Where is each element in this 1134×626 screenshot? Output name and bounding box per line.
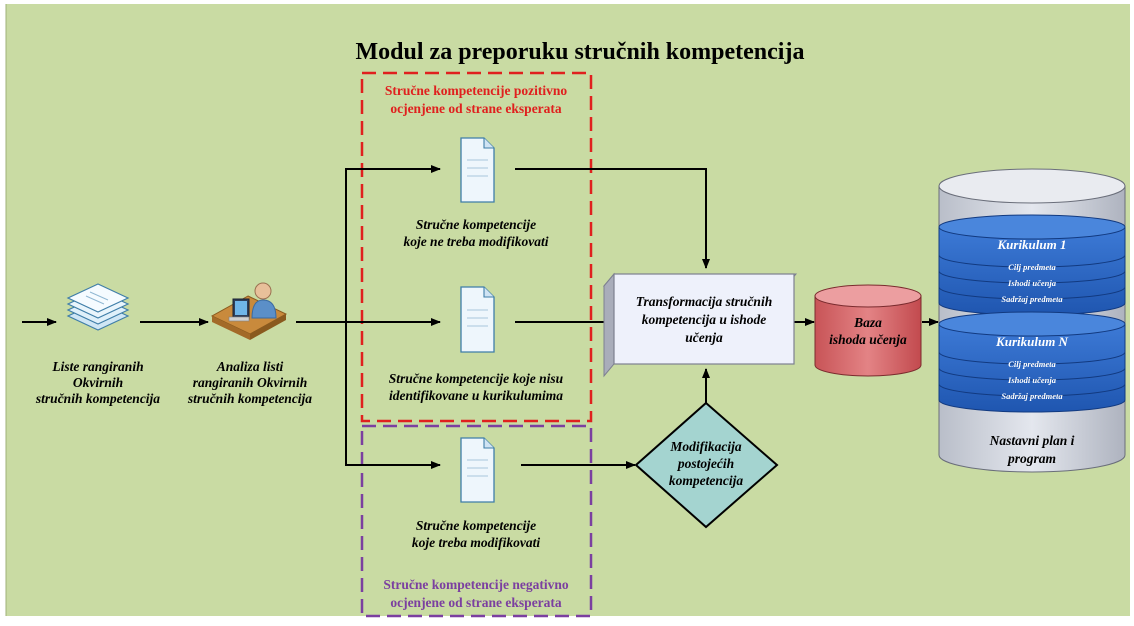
curriculum-row-label: Cilj predmeta bbox=[1008, 262, 1056, 272]
nastavni-plan-label-line1: Nastavni plan i bbox=[989, 433, 1075, 448]
nisu-identifikovane-label: Stručne kompetencije koje nisu identifik… bbox=[389, 371, 564, 403]
curriculum-row-label: Cilj predmeta bbox=[1008, 359, 1056, 369]
liste-label: Liste rangiranih Okvirnih stručnih kompe… bbox=[35, 359, 160, 406]
nisu-identifikovane-label-line1: Stručne kompetencije koje nisu bbox=[389, 371, 564, 386]
negative-group-box bbox=[360, 424, 593, 618]
negative-group-label-line1: Stručne kompetencije negativno bbox=[383, 577, 568, 592]
curriculum-band-body bbox=[938, 323, 1126, 413]
curriculum-row-divider bbox=[938, 254, 1126, 268]
ne-modifikovati-label-line1: Stručne kompetencije bbox=[416, 217, 536, 232]
baza-label-line2: ishoda učenja bbox=[829, 332, 907, 347]
treba-modifikovati-label: Stručne kompetencije koje treba modifiko… bbox=[412, 518, 540, 550]
analiza-label-line2: rangiranih Okvirnih bbox=[193, 375, 307, 390]
curriculum-row-label: Ishodi učenja bbox=[1007, 278, 1057, 288]
transformacija-box: Transformacija stručnih kompetencija u i… bbox=[602, 272, 798, 378]
arrow-ne-modifikovati-to-transformacija bbox=[515, 168, 710, 269]
liste-label-line3: stručnih kompetencija bbox=[35, 391, 160, 406]
curriculum-band-top bbox=[938, 311, 1126, 337]
document-icon-treba-modifikovati bbox=[460, 437, 495, 503]
curriculum-band-top bbox=[938, 214, 1126, 240]
arrow-to-treba-modifikovati bbox=[345, 322, 441, 469]
curriculum-name: Kurikulum N bbox=[995, 334, 1069, 349]
nastavni-plan-label-line2: program bbox=[1007, 451, 1056, 466]
document-icon-ne-modifikovati bbox=[460, 137, 495, 203]
modifikacija-diamond: Modifikacija postojećih kompetencija bbox=[634, 401, 779, 529]
curriculum-row-label: Sadržaj predmeta bbox=[1001, 294, 1063, 304]
curriculum-row-divider bbox=[938, 351, 1126, 365]
diagram-title: Modul za preporuku stručnih kompetencija bbox=[356, 39, 805, 65]
stacked-documents-icon bbox=[66, 283, 130, 331]
connectors bbox=[22, 165, 939, 469]
curriculum-row-divider bbox=[938, 383, 1126, 397]
positive-group-label-line1: Stručne kompetencije pozitivno bbox=[385, 83, 567, 98]
baza-database-icon: Baza ishoda učenja bbox=[814, 284, 922, 377]
treba-modifikovati-label-line1: Stručne kompetencije bbox=[416, 518, 536, 533]
analiza-label: Analiza listi rangiranih Okvirnih stručn… bbox=[187, 359, 312, 406]
curriculum-row-label: Sadržaj predmeta bbox=[1001, 391, 1063, 401]
nisu-identifikovane-label-line2: identifikovane u kurikulumima bbox=[389, 388, 563, 403]
modifikacija-label-line2: postojećih bbox=[677, 456, 734, 471]
curriculum-row-divider bbox=[938, 367, 1126, 381]
ne-modifikovati-label: Stručne kompetencije koje ne treba modif… bbox=[403, 217, 548, 249]
analyst-icon bbox=[210, 282, 288, 340]
curriculum-name: Kurikulum 1 bbox=[996, 237, 1066, 252]
treba-modifikovati-label-line2: koje treba modifikovati bbox=[412, 535, 540, 550]
curriculum-row-divider bbox=[938, 270, 1126, 284]
transformacija-label-line2: kompetencija u ishode bbox=[642, 312, 767, 327]
analiza-label-line1: Analiza listi bbox=[216, 359, 284, 374]
modifikacija-label-line1: Modifikacija bbox=[669, 439, 741, 454]
ne-modifikovati-label-line2: koje ne treba modifikovati bbox=[403, 234, 548, 249]
curriculum-row-divider bbox=[938, 286, 1126, 300]
document-icon-nisu-identifikovane bbox=[460, 286, 495, 353]
modifikacija-label-line3: kompetencija bbox=[669, 473, 743, 488]
arrow-to-ne-modifikovati bbox=[345, 165, 441, 322]
curriculum-row-label: Ishodi učenja bbox=[1007, 375, 1057, 385]
negative-group-label-line2: ocjenjene od strane eksperata bbox=[390, 595, 562, 610]
baza-label-line1: Baza bbox=[853, 315, 882, 330]
positive-group-label-line2: ocjenjene od strane eksperata bbox=[390, 101, 562, 116]
analiza-label-line3: stručnih kompetencija bbox=[187, 391, 312, 406]
transformacija-label-line1: Transformacija stručnih bbox=[636, 294, 772, 309]
transformacija-label-line3: učenja bbox=[685, 330, 723, 345]
liste-label-line1: Liste rangiranih bbox=[51, 359, 143, 374]
liste-label-line2: Okvirnih bbox=[73, 375, 123, 390]
positive-group-box bbox=[360, 71, 593, 423]
